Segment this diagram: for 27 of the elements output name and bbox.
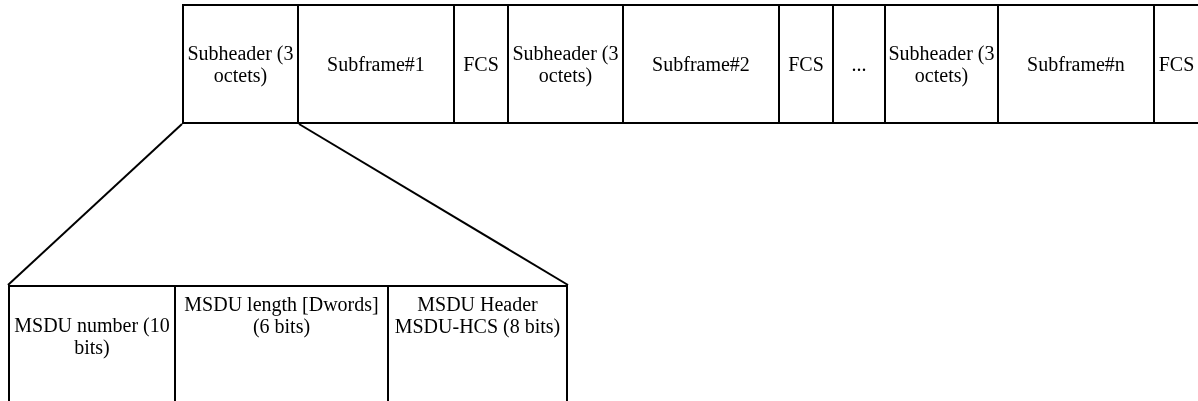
field-cell [778,4,834,124]
field-cell [1153,4,1198,124]
field-label: MSDU number (10 bits) [13,314,171,358]
field-label: MSDU length [Dwords] (6 bits) [183,293,380,337]
field-cell [997,4,1155,124]
field-cell [507,4,624,124]
field-cell [622,4,780,124]
field-label: MSDU Header MSDU-HCS (8 bits) [393,293,562,337]
field-label: FCS [463,53,499,75]
field-cell [387,285,568,401]
field-cell [182,4,299,124]
field-label: ... [851,53,867,75]
field-label: Subframe#n [1027,53,1125,75]
expansion-line [7,123,183,286]
field-label: Subheader (3 octets) [887,42,996,86]
expansion-line [298,123,569,286]
field-label: Subheader (3 octets) [511,42,620,86]
field-label: FCS [788,53,824,75]
field-label: Subheader (3 octets) [186,42,295,86]
field-label: Subframe#2 [652,53,750,75]
field-label: Subframe#1 [327,53,425,75]
field-cell [832,4,886,124]
field-label: FCS [1158,53,1195,75]
field-cell [8,285,176,401]
field-cell [453,4,509,124]
field-cell [884,4,999,124]
field-cell [297,4,455,124]
